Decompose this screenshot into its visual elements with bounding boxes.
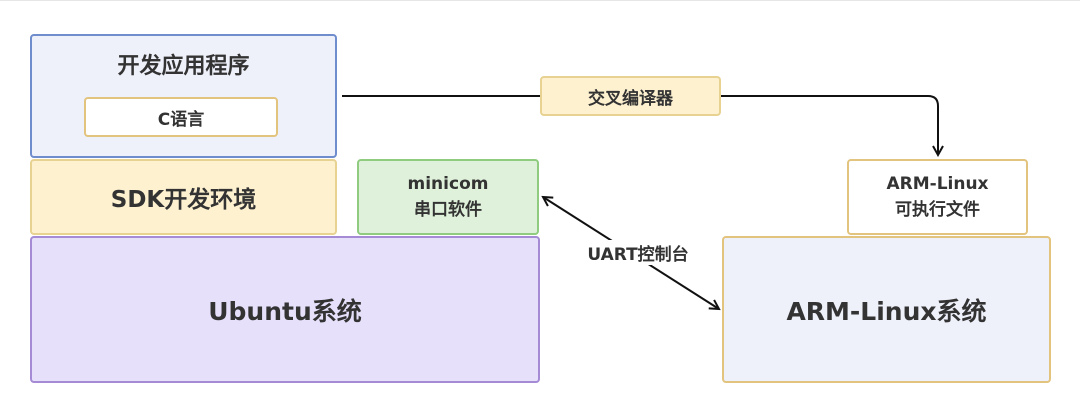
minicom-box: minicom 串口软件 (357, 159, 539, 235)
app-to-executable-arrow (342, 95, 938, 155)
app-development-title: 开发应用程序 (117, 54, 250, 79)
arm-executable-line2: 可执行文件 (895, 200, 980, 220)
ubuntu-system-label: Ubuntu系统 (208, 296, 362, 326)
arm-executable-line1: ARM-Linux (886, 174, 989, 194)
arm-linux-system-box: ARM-Linux系统 (722, 236, 1051, 383)
minicom-label: minicom (407, 174, 489, 194)
ubuntu-system-box: Ubuntu系统 (30, 236, 540, 383)
top-divider (0, 0, 1080, 1)
sdk-environment-label: SDK开发环境 (110, 187, 257, 213)
c-language-box: C语言 (84, 97, 278, 137)
sdk-environment-box: SDK开发环境 (30, 159, 337, 235)
uart-console-label: UART控制台 (560, 240, 716, 265)
cross-compiler-box: 交叉编译器 (540, 76, 721, 116)
arm-executable-box: ARM-Linux 可执行文件 (847, 159, 1028, 235)
app-development-box: 开发应用程序 C语言 (30, 34, 337, 158)
arm-linux-system-label: ARM-Linux系统 (786, 296, 987, 326)
serial-software-label: 串口软件 (414, 200, 482, 220)
c-language-label: C语言 (157, 109, 205, 130)
cross-compiler-label: 交叉编译器 (588, 88, 673, 109)
